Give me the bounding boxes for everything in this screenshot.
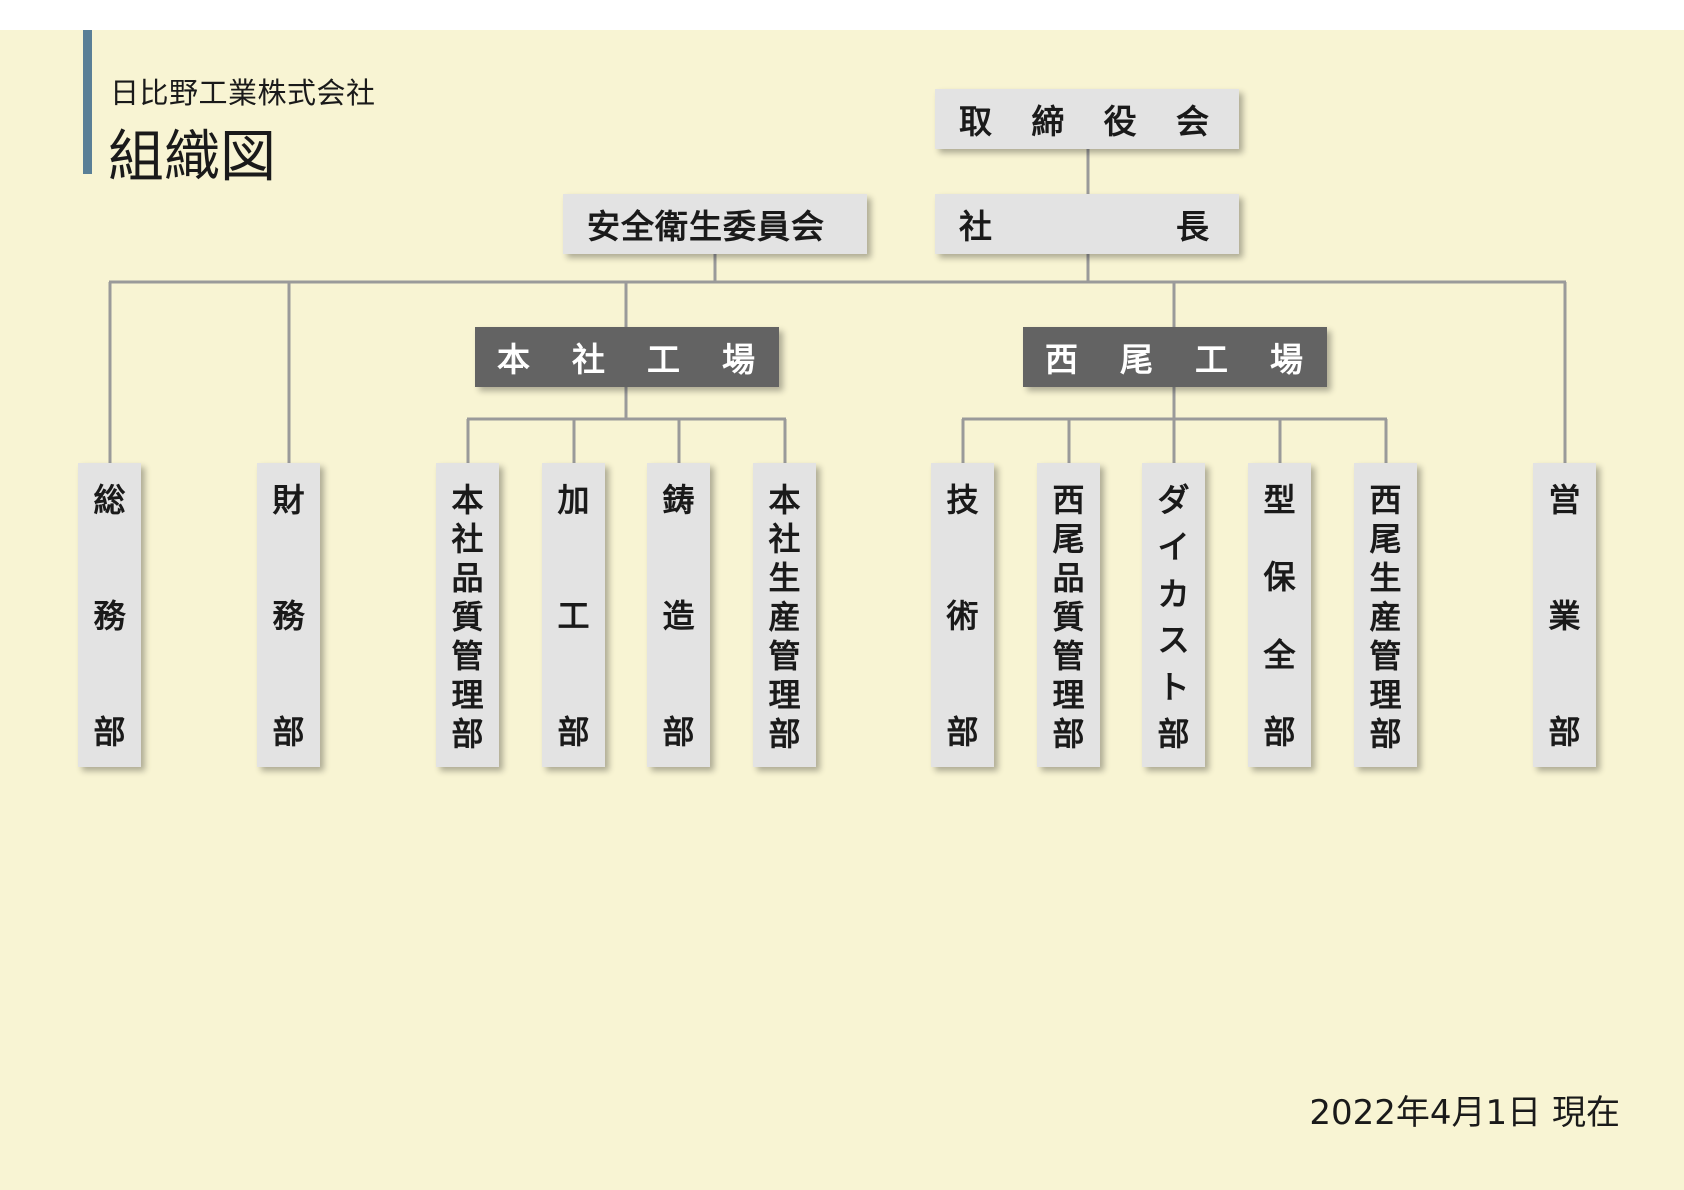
department-label-char: 技 [946,481,979,519]
department-label-char: 総 [93,481,126,519]
as-of-date: 2022年4月1日 現在 [1309,1093,1620,1133]
department-label-char: 尾 [1052,520,1085,558]
department-label-char: 部 [557,713,590,751]
department-label-char: 管 [1369,637,1402,675]
department-label-char: 品 [1052,559,1085,597]
department-label-char: 生 [768,559,801,597]
department-label-char: 理 [1369,676,1402,714]
department-box: 西尾品質管理部 [1037,463,1100,767]
company-name: 日比野工業株式会社 [110,76,376,110]
department-label-char: 管 [451,637,484,675]
department-label-char: ダ [1157,481,1190,519]
department-box: 型保全部 [1248,463,1311,767]
safety-committee-box: 安全衛生委員会 [563,194,867,254]
department-label-char: 務 [93,597,126,635]
nishio-factory-char: 場 [1270,340,1303,379]
department-label-char: ス [1157,621,1190,660]
department-label-char: 本 [451,481,484,519]
department-label-char: 部 [768,715,801,753]
nishio-factory-char: 尾 [1120,340,1153,379]
president-box: 社 長 [935,194,1239,254]
page-title: 組織図 [108,125,276,190]
department-label-char: 部 [1052,715,1085,753]
department-label-char: 社 [451,520,484,558]
department-label-char: 営 [1548,481,1581,519]
department-label-char: 部 [946,713,979,751]
department-label-char: 財 [272,481,305,519]
department-label-char: 本 [768,481,801,519]
nishio-factory-char: 西 [1045,340,1078,379]
connector-lines [108,148,1567,463]
board-char: 役 [1103,102,1137,141]
board-char: 締 [1031,102,1065,141]
nishio-factory-box: 西 尾 工 場 [1023,327,1327,387]
department-label-char: 部 [1263,712,1296,751]
department-box: 総務部 [78,463,141,767]
header-accent-bar [83,30,92,174]
department-label-char: 管 [1052,637,1085,675]
board-box: 取 締 役 会 [935,89,1239,149]
department-label-char: 質 [451,598,484,636]
safety-committee-label: 安全衛生委員会 [587,207,825,246]
department-label-char: 西 [1052,481,1085,519]
department-label-char: 産 [1369,598,1402,636]
department-label-char: 部 [1548,713,1581,751]
department-label-char: 造 [662,597,695,635]
nishio-factory-char: 工 [1195,340,1228,379]
board-char: 会 [1175,102,1209,141]
department-label-char: 尾 [1369,520,1402,558]
honsha-factory-box: 本 社 工 場 [475,327,779,387]
department-label-char: 工 [557,597,590,635]
department-label-char: 術 [946,597,979,635]
department-label-char: 部 [272,713,305,751]
president-char: 長 [1176,207,1209,246]
honsha-factory-char: 社 [572,340,605,379]
department-label-char: 社 [768,520,801,558]
department-label-char: 部 [93,713,126,751]
department-label-char: 務 [272,597,305,635]
department-box: 鋳造部 [647,463,710,767]
department-label-char: 理 [1052,676,1085,714]
department-label-char: 部 [662,713,695,751]
department-label-char: 理 [451,676,484,714]
department-label-char: 理 [768,676,801,714]
department-box: ダイカスト部 [1142,463,1205,767]
department-label-char: 保 [1263,558,1296,597]
department-label-char: 鋳 [662,481,695,519]
department-label-char: 西 [1369,481,1402,519]
department-box: 営業部 [1533,463,1596,767]
honsha-factory-char: 場 [722,340,755,379]
department-box: 技術部 [931,463,994,767]
department-label-char: 業 [1548,597,1581,635]
department-box: 本社品質管理部 [436,463,499,767]
department-box: 加工部 [542,463,605,767]
department-label-char: 型 [1263,481,1296,519]
department-label-char: 管 [768,637,801,675]
department-label-char: 加 [557,481,590,519]
department-label-char: カ [1157,574,1190,613]
department-label-char: 産 [768,598,801,636]
department-label-char: 品 [451,559,484,597]
honsha-factory-char: 本 [497,340,530,379]
department-label-char: 質 [1052,598,1085,636]
department-label-char: 部 [1369,715,1402,753]
department-label-char: 部 [451,715,484,753]
department-label-char: 生 [1369,559,1402,597]
president-char: 社 [959,207,992,246]
department-label-char: イ [1157,527,1190,566]
board-char: 取 [959,102,992,141]
honsha-factory-char: 工 [647,340,680,379]
department-label-char: ト [1157,668,1190,707]
department-box: 本社生産管理部 [753,463,816,767]
department-box: 財務部 [257,463,320,767]
department-label-char: 部 [1157,714,1190,753]
department-label-char: 全 [1263,635,1296,674]
department-box: 西尾生産管理部 [1354,463,1417,767]
